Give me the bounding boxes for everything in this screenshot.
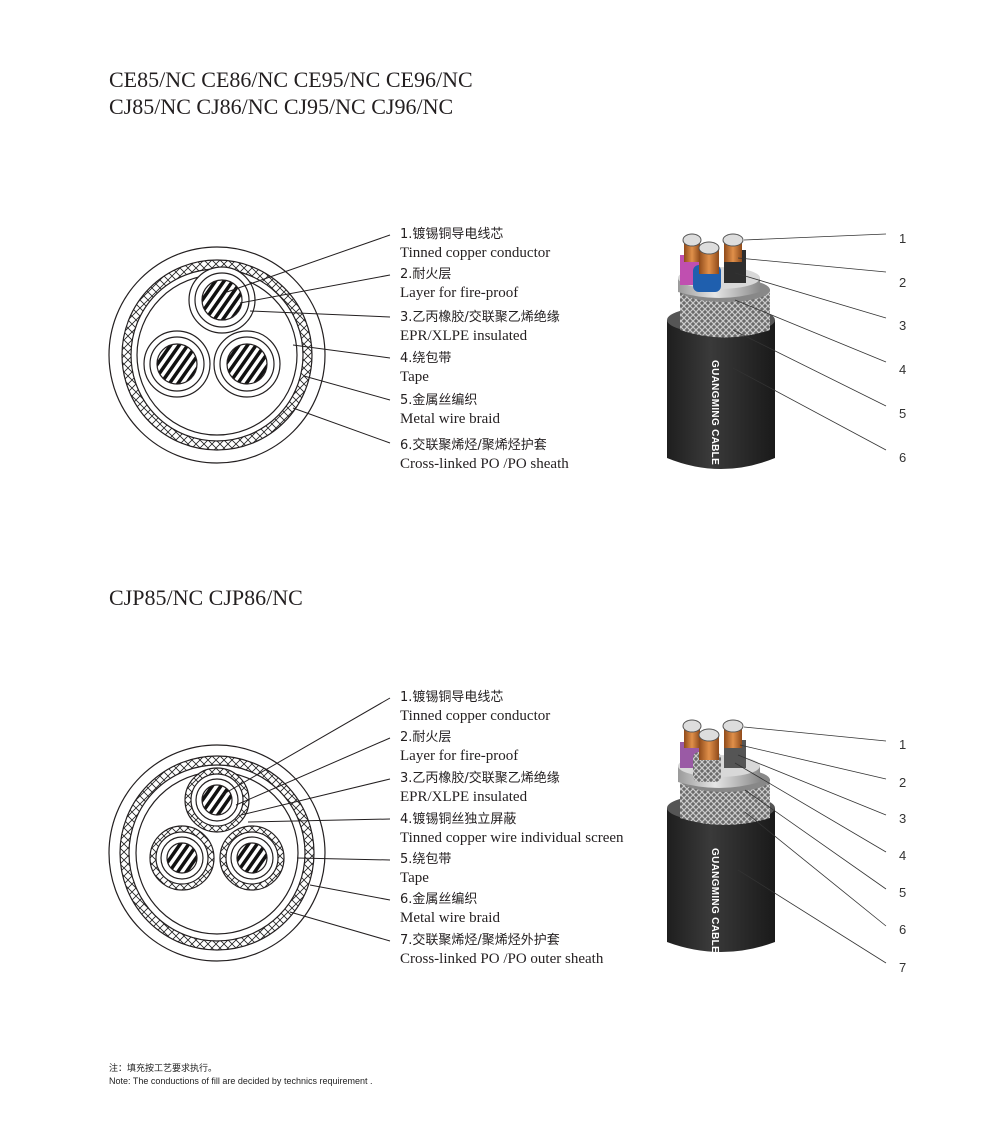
label-zh: 7.交联聚烯烃/聚烯烃外护套	[400, 933, 560, 948]
callout-number: 3	[899, 811, 907, 826]
layer-label: 1.镀锡铜导电线芯 Tinned copper conductor	[400, 689, 550, 725]
label-en: Tinned copper conductor	[400, 708, 551, 724]
label-zh: 1.镀锡铜导电线芯	[400, 227, 504, 242]
callout-number: 4	[899, 848, 907, 863]
leader-lines-1	[226, 234, 391, 444]
label-en: Tinned copper wire individual screen	[400, 830, 624, 846]
layer-label: 4.绕包带 Tape	[400, 350, 451, 386]
core-right	[219, 825, 285, 891]
cable-3d-2	[667, 719, 775, 952]
label-zh: 3.乙丙橡胶/交联聚乙烯绝缘	[400, 310, 560, 325]
core-top	[188, 266, 256, 334]
cable-leaders-1	[732, 233, 887, 451]
callout-number: 4	[899, 362, 907, 377]
callout-number: 1	[899, 737, 907, 752]
label-zh: 2.耐火层	[400, 730, 452, 745]
cross-section-2	[108, 744, 326, 962]
label-zh: 5.绕包带	[400, 852, 452, 867]
label-en: Layer for fire-proof	[400, 285, 519, 301]
callout-number: 1	[899, 231, 907, 246]
layer-label: 2.耐火层 Layer for fire-proof	[400, 266, 518, 302]
cross-section-1	[108, 246, 326, 464]
label-en: Metal wire braid	[400, 411, 500, 427]
layer-label: 1.镀锡铜导电线芯 Tinned copper conductor	[400, 226, 550, 262]
note-zh: 注：填充按工艺要求执行。	[109, 1064, 218, 1074]
section1-title-line2: CJ85/NC CJ86/NC CJ95/NC CJ96/NC	[109, 94, 454, 119]
layer-label: 6.金属丝编织 Metal wire braid	[400, 891, 500, 927]
core-top	[184, 767, 250, 833]
label-zh: 5.金属丝编织	[400, 393, 478, 408]
label-zh: 3.乙丙橡胶/交联聚乙烯绝缘	[400, 771, 560, 786]
label-zh: 6.金属丝编织	[400, 892, 478, 907]
core-left	[143, 330, 211, 398]
callout-number: 6	[899, 922, 907, 937]
core-right	[213, 330, 281, 398]
layer-label: 6.交联聚烯烃/聚烯烃护套 Cross-linked PO /PO sheath	[400, 437, 569, 473]
cable-brand-2: GUANGMING CABLE	[709, 848, 720, 954]
cable-brand-1: GUANGMING CABLE	[709, 360, 720, 466]
label-en: Tinned copper conductor	[400, 245, 551, 261]
callout-number: 5	[899, 406, 907, 421]
leader-lines-2	[221, 697, 391, 942]
layer-label: 5.金属丝编织 Metal wire braid	[400, 392, 500, 428]
callout-number: 7	[899, 960, 907, 975]
callout-number: 3	[899, 318, 907, 333]
label-zh: 1.镀锡铜导电线芯	[400, 690, 504, 705]
label-zh: 4.镀锡铜丝独立屏蔽	[400, 812, 517, 827]
layer-label: 3.乙丙橡胶/交联聚乙烯绝缘 EPR/XLPE insulated	[400, 309, 560, 345]
layer-label: 4.镀锡铜丝独立屏蔽 Tinned copper wire individual …	[400, 811, 624, 847]
label-zh: 4.绕包带	[400, 351, 452, 366]
layer-label: 2.耐火层 Layer for fire-proof	[400, 729, 518, 765]
label-en: Cross-linked PO /PO sheath	[400, 456, 569, 472]
label-en: EPR/XLPE insulated	[400, 789, 528, 805]
callout-number: 2	[899, 275, 907, 290]
cable-3d-1	[667, 233, 775, 469]
cable-leaders-2	[734, 726, 887, 964]
label-en: Tape	[400, 369, 429, 385]
layer-label: 5.绕包带 Tape	[400, 851, 451, 887]
callout-number: 6	[899, 450, 907, 465]
note-en: Note: The conductions of fill are decide…	[109, 1076, 373, 1086]
label-zh: 2.耐火层	[400, 267, 452, 282]
section2-title: CJP85/NC CJP86/NC	[109, 585, 303, 610]
label-en: Layer for fire-proof	[400, 748, 519, 764]
label-en: Tape	[400, 870, 429, 886]
label-en: EPR/XLPE insulated	[400, 328, 528, 344]
label-en: Cross-linked PO /PO outer sheath	[400, 951, 604, 967]
label-zh: 6.交联聚烯烃/聚烯烃护套	[400, 438, 547, 453]
label-en: Metal wire braid	[400, 910, 500, 926]
core-left	[149, 825, 215, 891]
callout-number: 2	[899, 775, 907, 790]
callout-number: 5	[899, 885, 907, 900]
section1-title-line1: CE85/NC CE86/NC CE95/NC CE96/NC	[109, 67, 473, 92]
layer-label: 7.交联聚烯烃/聚烯烃外护套 Cross-linked PO /PO outer …	[400, 932, 603, 968]
layer-label: 3.乙丙橡胶/交联聚乙烯绝缘 EPR/XLPE insulated	[400, 770, 560, 806]
